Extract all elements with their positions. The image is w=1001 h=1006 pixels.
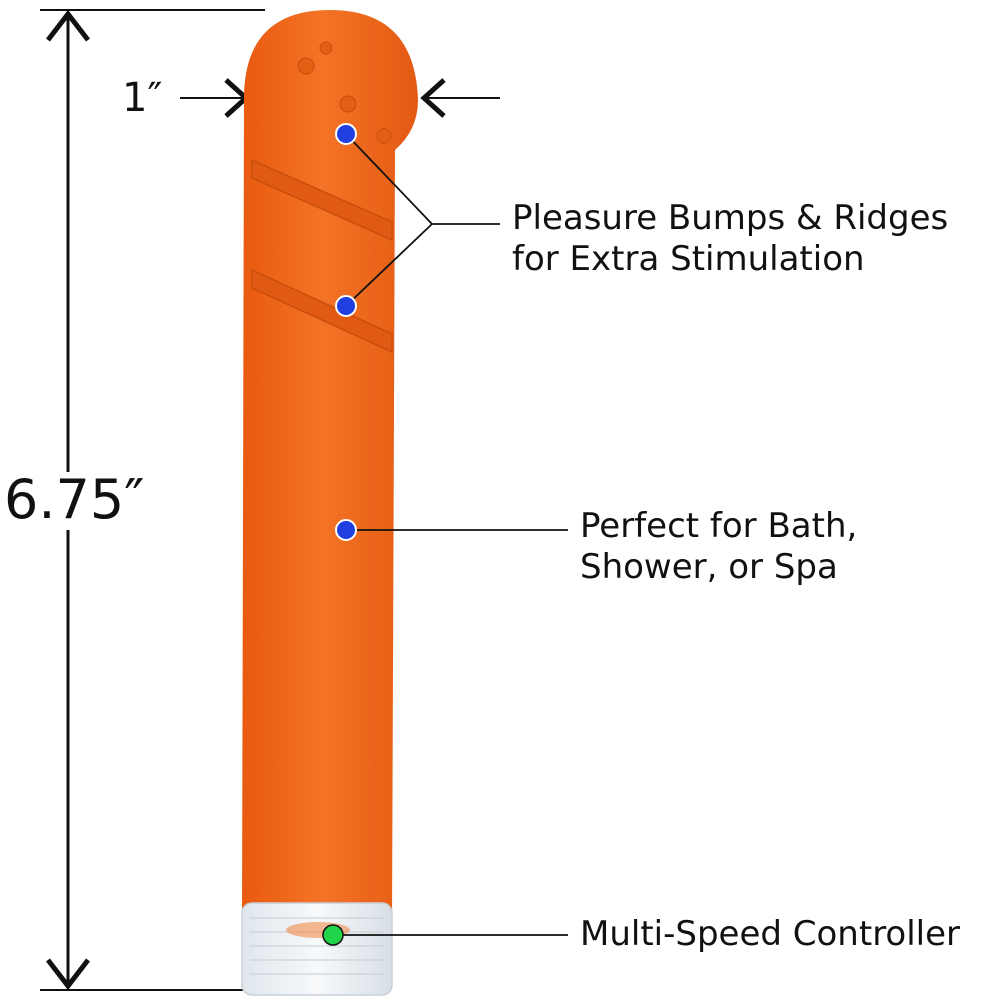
controller-cap [241,902,393,996]
feature-dot-controller [322,924,344,946]
callout-controller-line1: Multi-Speed Controller [580,914,961,954]
bump-2 [339,95,357,113]
bumps-leader-lower [345,223,433,307]
height-label: 6.75″ [4,468,145,531]
bump-1 [297,57,315,75]
callout-bath: Perfect for Bath, Shower, or Spa [580,506,857,588]
callout-bath-line1: Perfect for Bath, [580,506,858,546]
callout-bath-line2: Shower, or Spa [580,546,838,587]
width-dimension [180,78,500,118]
width-label: 1″ [122,75,163,121]
callout-controller: Multi-Speed Controller [580,914,960,955]
arrow-down-icon [46,958,90,991]
feature-dot-bath [335,519,357,541]
arrow-left-icon [420,78,446,118]
bump-4 [319,41,333,55]
callout-lines [333,133,568,936]
callout-bumps-line1: Pleasure Bumps & Ridges [512,198,949,238]
bump-3 [376,128,392,144]
ridge-1 [251,158,393,242]
arrow-up-icon [46,9,90,42]
feature-dots [322,123,357,946]
callout-bumps-line2: for Extra Stimulation [512,238,865,279]
feature-dot-ridges [335,295,357,317]
feature-dot-bumps [335,123,357,145]
height-dimension [40,9,265,991]
orange-shaft [242,10,418,925]
product-body [241,10,418,996]
callout-bumps: Pleasure Bumps & Ridges for Extra Stimul… [512,198,948,280]
